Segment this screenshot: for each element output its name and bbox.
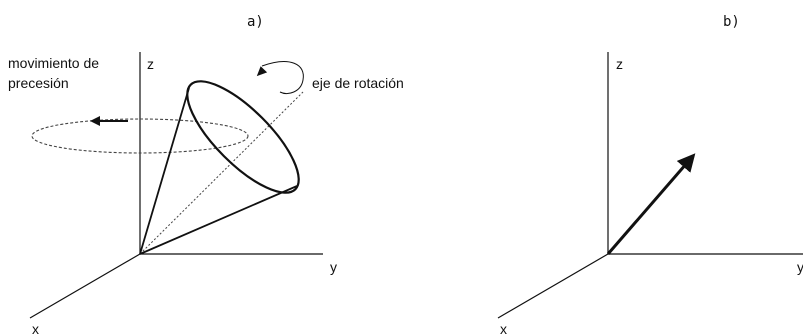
precession-path [31, 118, 249, 154]
panel-b-x-axis [497, 253, 609, 319]
panel-a-label: a) [247, 14, 264, 30]
cone-base [186, 80, 300, 194]
cone-side-right [139, 185, 298, 255]
panel-a-x-axis [29, 253, 141, 319]
panel-a: a) z y x movimiento de precesión eje de … [8, 14, 404, 335]
panel-b-y-label: y [797, 259, 803, 275]
panel-b-z-label: z [616, 56, 623, 72]
vector-arrow [606, 153, 696, 255]
rotation-axis-label: eje de rotación [312, 75, 404, 91]
panel-a-y-label: y [330, 259, 337, 275]
panel-a-x-label: x [32, 321, 39, 335]
rotation-arrow-head [256, 66, 268, 77]
cone-side-left [139, 87, 190, 255]
precession-label-line1: movimiento de [8, 55, 99, 71]
panel-b-x-label: x [500, 321, 507, 335]
panel-b: b) z y x [497, 14, 803, 335]
panel-a-z-label: z [147, 56, 154, 72]
rotation-curve [261, 61, 304, 94]
precession-label-line2: precesión [8, 75, 69, 91]
panel-b-label: b) [723, 14, 740, 30]
